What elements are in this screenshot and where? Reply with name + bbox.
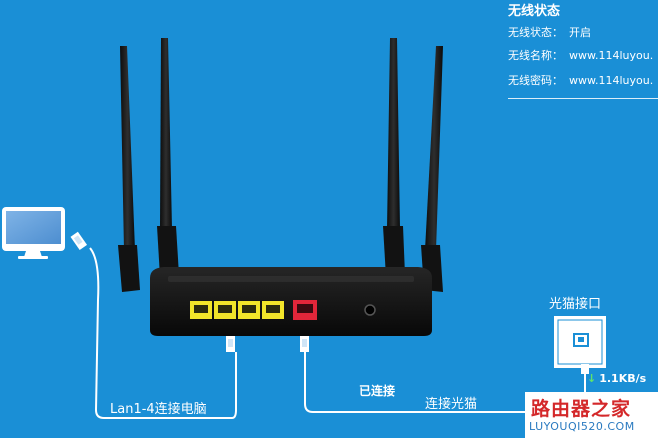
watermark-brand: 路由器之家 [531, 398, 632, 420]
wall-port-icon [554, 316, 606, 374]
modem-connect-label: 连接光猫 [425, 397, 478, 412]
wireless-status-row: 无线状态： 开启 [508, 26, 591, 40]
antenna-left-inner [157, 38, 179, 277]
wireless-status-title: 无线状态 [508, 4, 561, 19]
antenna-right-outer [421, 46, 443, 292]
watermark-url: LUYOUQI520.COM [529, 420, 635, 433]
power-jack [364, 304, 376, 316]
lan-port-group [190, 301, 284, 319]
speed-indicator: ↓1.1KB/s [587, 372, 646, 385]
site-watermark: 路由器之家 LUYOUQI520.COM [525, 392, 658, 438]
ethernet-plug-icon [300, 336, 309, 352]
wan-port [293, 300, 317, 320]
modem-cable [304, 352, 586, 413]
ethernet-plug-icon [70, 231, 88, 250]
wireless-name-value: www.114luyou. [569, 49, 654, 62]
lan-connect-label: Lan1-4连接电脑 [110, 402, 207, 417]
antenna-left-outer [118, 46, 140, 292]
wireless-password-value: www.114luyou. [569, 74, 654, 87]
wireless-state-label: 无线状态： [508, 26, 563, 39]
antenna-right-inner [383, 38, 405, 277]
wireless-name-row: 无线名称： www.114luyou. [508, 49, 653, 63]
speed-value: 1.1KB/s [599, 372, 647, 385]
wireless-state-value: 开启 [569, 26, 591, 39]
monitor-icon [2, 207, 65, 259]
wireless-status-panel: 无线状态 无线状态： 开启 无线名称： www.114luyou. 无线密码： www… [508, 2, 658, 99]
status-divider [508, 98, 658, 99]
arrow-down-icon: ↓ [587, 372, 597, 385]
wireless-name-label: 无线名称： [508, 49, 563, 62]
modem-port-label: 光猫接口 [549, 297, 602, 312]
wireless-password-row: 无线密码： www.114luyou. [508, 74, 653, 88]
connection-status-label: 已连接 [359, 384, 396, 398]
wireless-password-label: 无线密码： [508, 74, 563, 87]
computer-cable [89, 247, 237, 419]
ethernet-plug-icon [226, 336, 235, 352]
